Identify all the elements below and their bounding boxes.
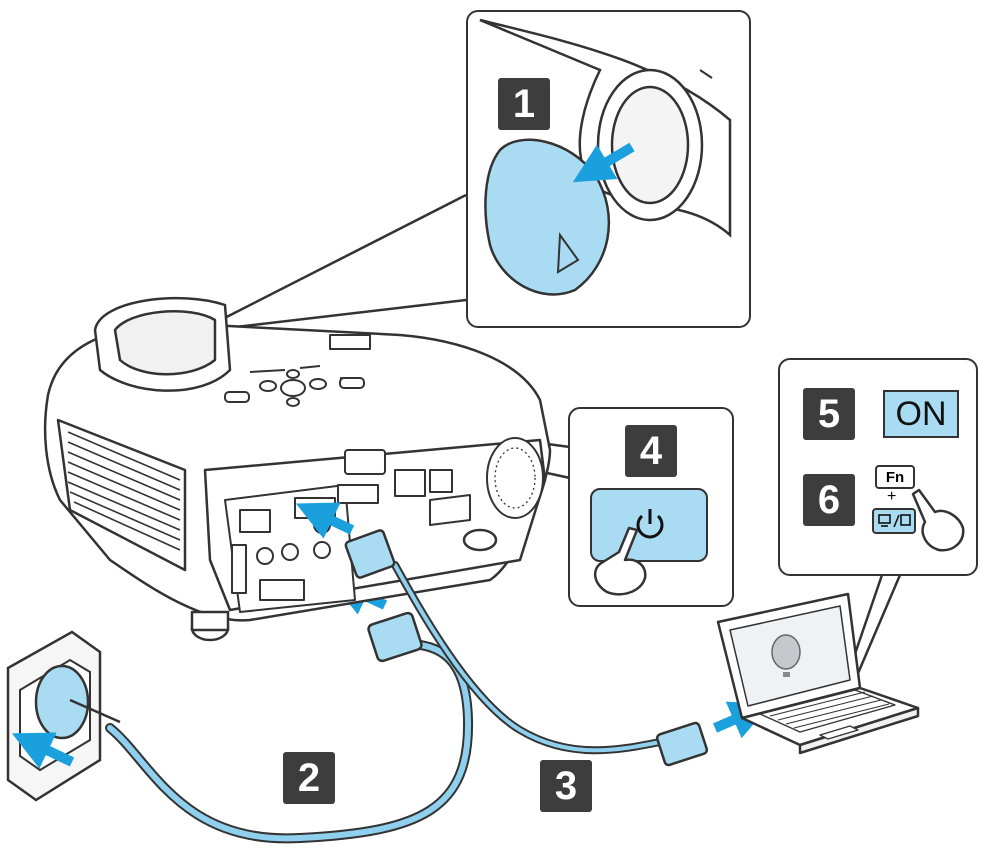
power-button (590, 488, 708, 562)
step-badge-1: 1 (498, 78, 550, 130)
step-badge-4: 4 (625, 425, 677, 477)
power-plug (34, 664, 90, 740)
step-badge-3: 3 (540, 760, 592, 812)
pointing-hand-icon-keys (911, 488, 965, 552)
step-badge-2: 2 (283, 752, 335, 804)
callout-lens-cover (466, 10, 751, 328)
hot-air-balloon-icon (771, 634, 801, 670)
laptop (716, 592, 920, 755)
arrow-vga-projector (295, 502, 355, 539)
step-badge-5: 5 (803, 388, 855, 440)
power-cable (105, 635, 474, 844)
display-switch-key (872, 508, 916, 534)
arrow-remove-cap (572, 142, 635, 183)
wall-outlet (6, 630, 121, 802)
arrow-plug-in (11, 732, 75, 769)
monitor-switch-icon (878, 514, 911, 528)
projector (43, 296, 552, 642)
vga-connector-laptop (655, 721, 709, 767)
on-key: ON (883, 390, 959, 438)
vga-connector-projector (344, 529, 396, 579)
pointing-hand-icon (594, 526, 647, 596)
power-icon (636, 509, 664, 539)
fn-key: Fn (875, 465, 915, 489)
plus-sign: + (887, 488, 897, 505)
power-connector (367, 611, 423, 663)
step-badge-6: 6 (803, 474, 855, 526)
